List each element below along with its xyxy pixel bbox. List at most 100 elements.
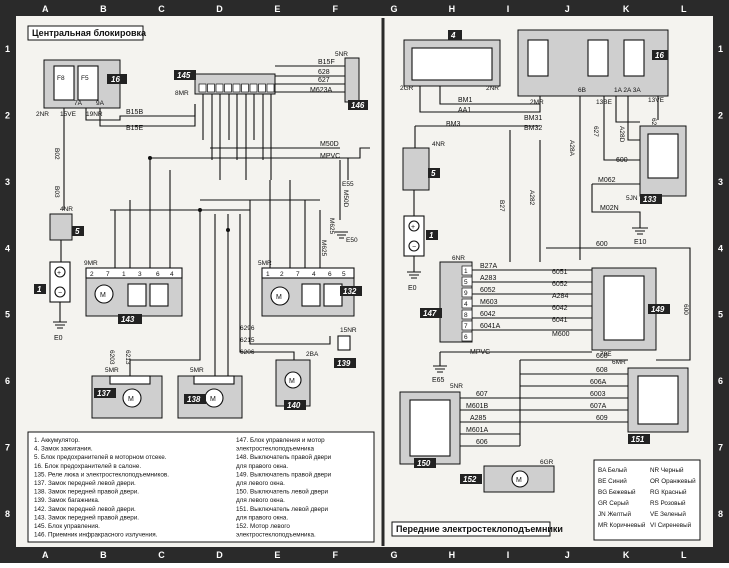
grid-letter-top: D <box>216 4 223 14</box>
color-legend-item: BE Синий <box>598 477 627 485</box>
grid-letter-bottom: A <box>42 550 49 560</box>
legend-item: 142. Замок передней левой двери. <box>34 505 136 513</box>
connector-pin <box>198 83 207 93</box>
component-140: M 140 2BA <box>275 351 319 410</box>
svg-text:B15B: B15B <box>126 109 143 116</box>
svg-text:6215: 6215 <box>240 337 255 344</box>
svg-text:BM31: BM31 <box>524 115 542 122</box>
svg-text:627: 627 <box>592 126 599 137</box>
svg-text:MPVC: MPVC <box>320 153 340 160</box>
component-150: 150 5NR <box>399 383 463 468</box>
left-panel: Центральная блокировка F8 F5 16 7A 9A 2N… <box>27 25 375 543</box>
svg-text:M600: M600 <box>552 331 570 338</box>
connector-pin <box>249 83 258 93</box>
legend-item: 152. Мотор левого <box>236 523 290 530</box>
grid-letter-top: H <box>449 4 456 14</box>
svg-text:79E: 79E <box>600 351 612 358</box>
svg-text:5MR: 5MR <box>105 367 119 374</box>
component-138: M 138 5MR <box>177 367 243 419</box>
color-legend-item: VI Сиреневый <box>650 521 692 529</box>
grid-letter-top: L <box>681 4 687 14</box>
svg-text:−: − <box>412 244 416 251</box>
svg-text:7: 7 <box>296 271 300 278</box>
svg-text:2NR: 2NR <box>486 85 499 92</box>
grid-number-left: 3 <box>5 177 10 187</box>
svg-text:4NR: 4NR <box>432 141 445 148</box>
legend-item: для правого окна. <box>236 514 288 521</box>
svg-text:M: M <box>210 396 216 403</box>
ground-e0-right: E0 <box>408 285 417 292</box>
svg-text:B15F: B15F <box>318 59 335 66</box>
legend-item: 137. Замок передней левой двери. <box>34 479 136 487</box>
grid-number-left: 1 <box>5 44 10 54</box>
pin-number: 4 <box>464 301 468 308</box>
svg-text:6041: 6041 <box>552 317 568 324</box>
grid-number-right: 5 <box>718 310 723 320</box>
svg-text:15VE: 15VE <box>60 111 77 118</box>
svg-text:6B: 6B <box>578 87 586 94</box>
svg-text:M: M <box>100 292 106 299</box>
svg-text:6NR: 6NR <box>452 255 465 262</box>
svg-text:6296: 6296 <box>240 325 255 332</box>
svg-text:5NR: 5NR <box>450 383 463 390</box>
grid-letter-bottom: E <box>274 550 280 560</box>
svg-text:6: 6 <box>156 271 160 278</box>
svg-text:F5: F5 <box>81 75 89 82</box>
svg-text:1: 1 <box>266 271 270 278</box>
svg-text:3: 3 <box>138 271 142 278</box>
connector-pin <box>461 331 473 342</box>
legend-item: 147. Блок управления и мотор <box>236 437 325 444</box>
color-legend-item: BG Бежевый <box>598 488 636 496</box>
ground-e50: E50 <box>346 237 358 244</box>
tag-16-left: 16 <box>111 75 120 84</box>
tag-150: 150 <box>417 459 431 468</box>
svg-text:B03: B03 <box>53 186 60 198</box>
svg-text:6051: 6051 <box>552 269 568 276</box>
svg-text:A28D: A28D <box>618 126 625 143</box>
component-4: 4 2GR 2NR <box>400 30 501 92</box>
legend-item: 138. Замок передней правой двери. <box>34 488 139 496</box>
svg-text:M: M <box>289 378 295 385</box>
grid-letter-top: K <box>623 4 630 14</box>
grid-letter-top: C <box>158 4 165 14</box>
grid-number-left: 6 <box>5 376 10 386</box>
grid-letter-bottom: I <box>507 550 510 560</box>
tag-149: 149 <box>651 305 665 314</box>
svg-text:7A: 7A <box>74 100 83 107</box>
legend-item: 150. Выключатель левой двери <box>236 488 328 496</box>
grid-letter-bottom: F <box>332 550 338 560</box>
legend-item: 149. Выключатель правой двери <box>236 470 332 478</box>
svg-text:600: 600 <box>596 353 608 360</box>
component-151: 151 6MR <box>612 359 689 444</box>
svg-text:2: 2 <box>280 271 284 278</box>
tag-5-left: 5 <box>75 227 80 236</box>
component-5-right: 4NR 5 <box>402 141 445 191</box>
grid-letter-top: E <box>274 4 280 14</box>
svg-text:A284: A284 <box>552 293 568 300</box>
tag-1-right: 1 <box>429 231 434 240</box>
tag-146: 146 <box>351 101 365 110</box>
connector-pin <box>461 287 473 298</box>
svg-text:607A: 607A <box>590 403 607 410</box>
svg-text:M: M <box>276 294 282 301</box>
tag-143: 143 <box>121 315 135 324</box>
grid-number-left: 5 <box>5 310 10 320</box>
svg-text:A282: A282 <box>528 190 535 206</box>
ground-e65: E65 <box>432 377 445 384</box>
legend-item: электростеклоподъемника <box>236 446 314 453</box>
svg-text:M601B: M601B <box>466 403 489 410</box>
connector-pin <box>224 83 232 93</box>
pin-number: 7 <box>464 323 468 330</box>
component-146: 5NR 146 <box>335 51 368 110</box>
legend-item: 135. Реле люка и электростеклоподъемнико… <box>34 471 169 478</box>
legend-left: 1. Аккумулятор.4. Замок зажигания.5. Бло… <box>27 431 375 543</box>
connector-pin <box>258 83 266 93</box>
pin-number: 8 <box>464 312 468 319</box>
legend-item: для левого окна. <box>236 497 285 504</box>
tag-16-right: 16 <box>655 51 664 60</box>
color-legend-item: GR Серый <box>598 499 629 507</box>
